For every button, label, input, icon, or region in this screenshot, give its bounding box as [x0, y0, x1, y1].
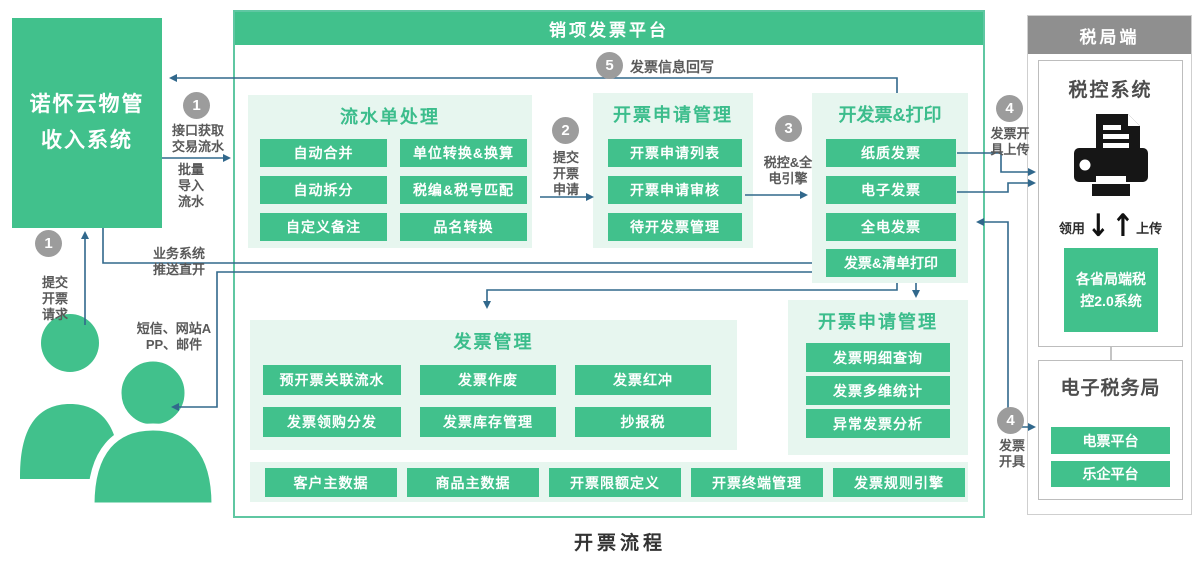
step-circle-4: 4: [996, 95, 1023, 122]
receive-upload-row: 领用 ↓ ↑ 上传: [1040, 208, 1181, 246]
province-tax-system-box: 各省局端税控2.0系统: [1064, 248, 1158, 332]
module-box: 品名转换: [400, 213, 527, 241]
label-notify-channels: 短信、网站APP、邮件: [136, 321, 212, 352]
module-box: 发票库存管理: [420, 407, 556, 437]
step-label-submit-apply: 提交开票申请: [552, 150, 579, 197]
receive-label: 领用: [1058, 220, 1085, 236]
printer-icon: [1074, 114, 1148, 196]
label-push-direct: 业务系统推送直开: [152, 246, 205, 277]
step-circle-5: 5: [596, 52, 623, 79]
diagram-caption: 开票流程: [573, 533, 666, 554]
module-box: 商品主数据: [407, 468, 539, 497]
platform-header: 销项发票平台: [235, 12, 983, 45]
module-box: 待开发票管理: [608, 213, 742, 241]
module-box: 单位转换&换算: [400, 139, 527, 167]
module-box: 发票明细查询: [806, 343, 950, 372]
module-box: 纸质发票: [826, 139, 956, 167]
income-system-title-line1: 诺怀云物管: [29, 93, 145, 116]
users-icon: [20, 314, 219, 508]
module-box: 开票申请审核: [608, 176, 742, 204]
module-box: 乐企平台: [1051, 461, 1170, 487]
module-box: 客户主数据: [265, 468, 397, 497]
upload-arrow-icon: ↑: [1111, 208, 1135, 245]
panel-invoice-title: 发票管理: [453, 332, 534, 352]
platform-title: 销项发票平台: [549, 21, 669, 40]
step-label-interface: 接口获取交易流水: [171, 123, 224, 154]
step-circle-1: 1: [183, 92, 210, 119]
module-box: 发票作废: [420, 365, 556, 395]
tax-control-title: 税控系统: [1068, 80, 1153, 101]
upload-label: 上传: [1136, 220, 1163, 236]
label-batch-import: 批量导入流水: [177, 162, 204, 209]
module-box: 开票终端管理: [691, 468, 823, 497]
panel-apply-title: 开票申请管理: [613, 105, 733, 125]
module-box: 自动合并: [260, 139, 387, 167]
step-circle-4b: 4: [997, 407, 1024, 434]
module-box: 自动拆分: [260, 176, 387, 204]
step-label-engine: 税控&全电引擎: [763, 155, 813, 186]
panel-issue-title: 开发票&打印: [838, 105, 942, 125]
panel-flow-title: 流水单处理: [340, 107, 440, 127]
e-tax-title: 电子税务局: [1060, 378, 1161, 399]
module-box: 发票&清单打印: [826, 249, 956, 277]
module-box: 异常发票分析: [806, 409, 950, 438]
module-box: 抄报税: [575, 407, 711, 437]
income-system-title-line2: 收入系统: [41, 129, 133, 152]
module-box: 税编&税号匹配: [400, 176, 527, 204]
module-box: 开票申请列表: [608, 139, 742, 167]
step-label-writeback: 发票信息回写: [630, 59, 714, 75]
panel-statistics-title: 开票申请管理: [818, 312, 938, 332]
tax-bureau-header: 税局端: [1028, 16, 1191, 54]
step-circle-1b: 1: [35, 230, 62, 257]
step-label-submit-request: 提交开票请求: [41, 275, 68, 322]
step-label-issue: 发票开具: [998, 438, 1025, 469]
module-box: 开票限额定义: [549, 468, 681, 497]
income-system-box: 诺怀云物管 收入系统: [12, 18, 162, 228]
tax-bureau-title: 税局端: [1079, 27, 1140, 47]
module-box: 电票平台: [1051, 427, 1170, 454]
module-box: 电子发票: [826, 176, 956, 204]
download-arrow-icon: ↓: [1086, 208, 1110, 245]
step-circle-2: 2: [552, 117, 579, 144]
module-box: 发票领购分发: [263, 407, 401, 437]
module-box: 预开票关联流水: [263, 365, 401, 395]
step-circle-3: 3: [775, 115, 802, 142]
module-box: 发票规则引擎: [833, 468, 965, 497]
module-box: 全电发票: [826, 213, 956, 241]
module-box: 发票多维统计: [806, 376, 950, 405]
module-box: 发票红冲: [575, 365, 711, 395]
module-box: 自定义备注: [260, 213, 387, 241]
step-label-issue-upload: 发票开具上传: [990, 126, 1030, 157]
